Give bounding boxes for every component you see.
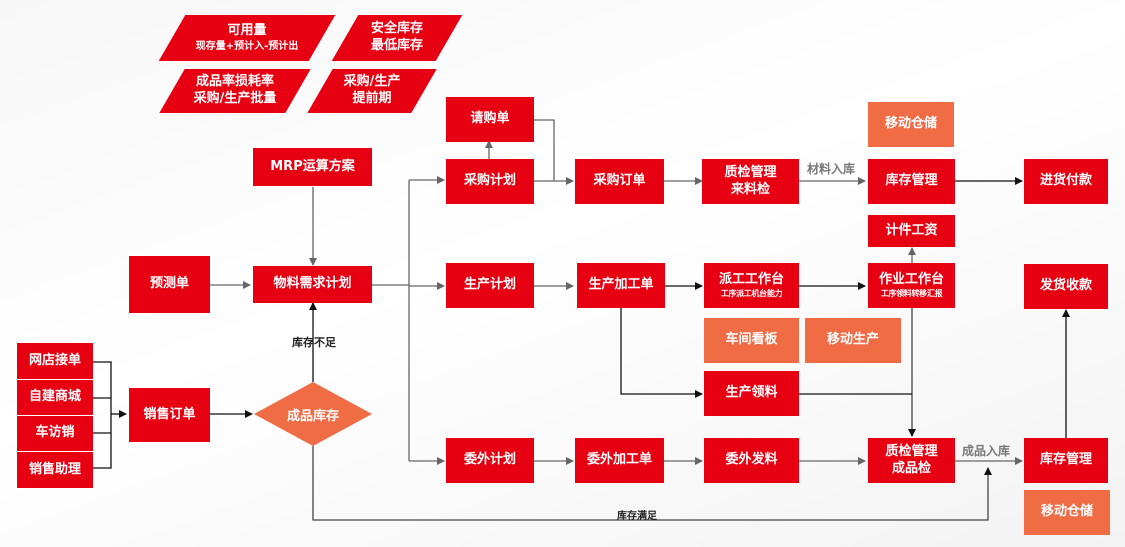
node-mrp-scheme[interactable]: MRP运算方案: [253, 148, 372, 186]
node-label: 车间看板: [725, 332, 778, 348]
node-label: 生产加工单: [588, 277, 654, 293]
label-finished-in: 成品入库: [962, 444, 1011, 458]
channel-connectors: [93, 361, 127, 469]
node-mrp-plan[interactable]: 物料需求计划: [253, 266, 372, 303]
node-outsource-plan[interactable]: 委外计划: [446, 438, 534, 483]
diamond-shape: [254, 382, 372, 446]
param-sub: 采购/生产批量: [193, 91, 277, 106]
param-title: 采购/生产: [343, 74, 401, 90]
node-label: 成品库存: [286, 408, 339, 424]
node-label: 库存管理: [1039, 452, 1092, 468]
node-operation-workbench[interactable]: 作业工作台 工序领料转移汇报: [868, 263, 955, 308]
node-label: 请购单: [470, 111, 510, 127]
node-label: 库存管理: [885, 173, 938, 189]
label-stock-short: 库存不足: [292, 336, 336, 349]
param-title: 可用量: [227, 23, 267, 39]
node-label: 委外加工单: [586, 452, 652, 468]
channel-label: 车访销: [35, 425, 75, 441]
node-purchase-plan[interactable]: 采购计划: [446, 159, 534, 204]
node-label: 委外计划: [463, 452, 516, 468]
node-label: 派工工作台: [718, 271, 784, 287]
channel-label: 网店接单: [28, 352, 81, 368]
node-label: 生产计划: [463, 277, 516, 293]
channel-sales-assistant[interactable]: 销售助理: [17, 452, 93, 488]
node-mobile-production[interactable]: 移动生产: [805, 318, 901, 363]
param-sub: 最低库存: [370, 38, 423, 53]
node-sublabel: 来料检: [730, 181, 770, 197]
node-inventory-bottom[interactable]: 库存管理: [1024, 438, 1108, 483]
channel-label: 销售助理: [28, 461, 81, 477]
node-qc-finished[interactable]: 质检管理 成品检: [868, 438, 955, 483]
node-payment[interactable]: 进货付款: [1024, 159, 1108, 204]
param-sub: 现存量+预计入-预计出: [195, 40, 299, 52]
node-label: 移动生产: [826, 332, 879, 348]
node-production-plan[interactable]: 生产计划: [446, 263, 534, 308]
param-safety-stock: 安全库存 最低库存: [345, 15, 449, 61]
node-label: 作业工作台: [878, 271, 944, 287]
channel-van-sales[interactable]: 车访销: [17, 416, 93, 451]
node-label: 采购计划: [463, 173, 516, 189]
param-title: 安全库存: [370, 21, 423, 37]
node-material-issue[interactable]: 生产领料: [704, 371, 799, 416]
node-label: 移动仓储: [884, 116, 937, 132]
label-material-in: 材料入库: [807, 162, 856, 176]
node-dispatch-workbench[interactable]: 派工工作台 工序派工机台能力: [704, 263, 799, 308]
node-label: 采购订单: [593, 173, 646, 189]
node-inventory-top[interactable]: 库存管理: [868, 159, 955, 204]
node-label: 物料需求计划: [273, 276, 352, 292]
node-outsource-order[interactable]: 委外加工单: [575, 438, 664, 483]
node-workshop-board[interactable]: 车间看板: [704, 318, 799, 363]
node-label: 预测单: [149, 276, 189, 292]
node-mobile-storage-top[interactable]: 移动仓储: [868, 102, 954, 147]
node-forecast[interactable]: 预测单: [129, 256, 210, 313]
node-mobile-storage-bottom[interactable]: 移动仓储: [1024, 490, 1110, 535]
node-label: 销售订单: [143, 406, 196, 422]
node-label: 计件工资: [885, 222, 938, 238]
node-delivery[interactable]: 发货收款: [1024, 264, 1108, 309]
param-title: 成品率损耗率: [195, 74, 274, 90]
node-label: 移动仓储: [1040, 504, 1093, 520]
node-label: 进货付款: [1039, 173, 1092, 189]
node-label: 质检管理: [885, 444, 938, 460]
param-yield-loss: 成品率损耗率 采购/生产批量: [172, 69, 298, 113]
label-stock-enough: 库存满足: [617, 511, 657, 522]
param-available-qty: 可用量 现存量+预计入-预计出: [172, 15, 322, 61]
node-label: MRP运算方案: [270, 158, 355, 174]
node-label: 质检管理: [724, 165, 777, 181]
node-label: 生产领料: [725, 385, 778, 401]
node-finished-stock[interactable]: 成品库存: [254, 382, 372, 446]
node-outsource-issue[interactable]: 委外发料: [704, 438, 799, 483]
channel-label: 自建商城: [28, 389, 81, 405]
node-sublabel: 工序派工机台能力: [720, 289, 783, 299]
node-purchase-order[interactable]: 采购订单: [575, 159, 664, 204]
node-piece-wage[interactable]: 计件工资: [868, 215, 955, 247]
channel-self-mall[interactable]: 自建商城: [17, 380, 93, 415]
param-sub: 提前期: [352, 91, 392, 106]
edge-stock-enough: [312, 446, 992, 521]
node-qc-incoming[interactable]: 质检管理 来料检: [702, 159, 799, 204]
channel-online-store[interactable]: 网店接单: [17, 343, 93, 379]
node-sublabel: 工序领料转移汇报: [880, 289, 943, 299]
param-lead-time: 采购/生产 提前期: [320, 69, 424, 113]
node-production-order[interactable]: 生产加工单: [577, 263, 665, 308]
node-label: 发货收款: [1039, 278, 1092, 294]
node-label: 委外发料: [725, 452, 778, 468]
node-sales-order[interactable]: 销售订单: [129, 388, 210, 442]
node-requisition[interactable]: 请购单: [446, 97, 534, 142]
node-sublabel: 成品检: [891, 460, 931, 476]
